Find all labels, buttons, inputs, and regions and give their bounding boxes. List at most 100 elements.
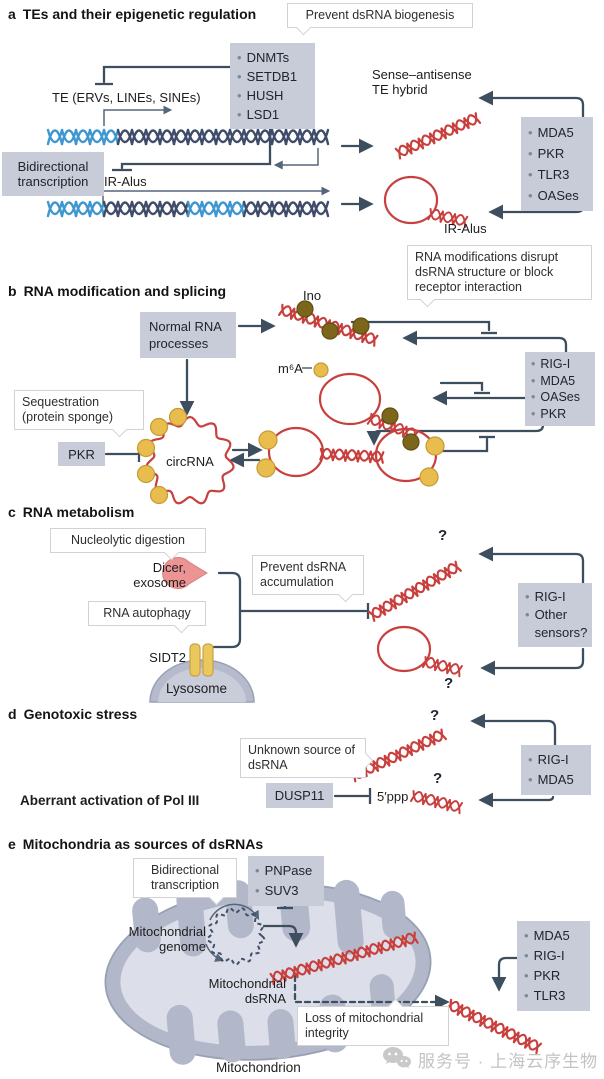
bullet-icon: • [528, 167, 533, 182]
mito-dsrna-label: Mitochondrial dsRNA [208, 976, 286, 1006]
callout-sequestration: Sequestration (protein sponge) [14, 390, 144, 438]
dna-helix [46, 128, 330, 146]
pkr-box: PKR [58, 442, 105, 466]
metabolism-rna-loop [376, 625, 432, 673]
rna-helix [409, 789, 464, 815]
rna-helix [394, 112, 482, 160]
bullet-icon: • [528, 772, 533, 787]
bullet-icon: • [237, 107, 242, 122]
bullet-icon: • [528, 146, 533, 161]
bullet-icon: • [531, 390, 536, 404]
bullet-icon: • [524, 928, 529, 943]
normal-processes-box: Normal RNA processes [140, 312, 236, 358]
bullet-icon: • [255, 883, 260, 898]
bullet-icon: • [524, 988, 529, 1003]
callout-nucleolytic: Nucleolytic digestion [50, 528, 206, 561]
sidt2-label: SIDT2 [149, 650, 186, 665]
protein-dot [402, 433, 420, 451]
enzyme-box-e: •PNPase •SUV3 [248, 856, 324, 906]
protein-dot [168, 407, 188, 427]
callout-rna-modifications: RNA modifications disrupt dsRNA structur… [407, 245, 592, 308]
rna-helix [421, 655, 463, 678]
ir-alus-gene-label: IR-Alus [104, 174, 147, 189]
bullet-icon: • [528, 125, 533, 140]
ir-alus-rna-label: IR-Alus [444, 221, 487, 236]
bullet-icon: • [528, 752, 533, 767]
inosine-label: Ino [303, 288, 322, 303]
sensor-box-b: •RIG-I •MDA5 •OASes •PKR [525, 352, 595, 426]
m6a-rna-loop [318, 372, 382, 426]
bullet-icon: • [255, 863, 260, 878]
lysosome-illustration [149, 659, 255, 703]
enzyme-box-a: •DNMTs •SETDB1 •HUSH •LSD1 [230, 43, 315, 129]
m6a-label: m⁶A [278, 361, 303, 376]
bullet-icon: • [525, 607, 530, 622]
bullet-icon: • [237, 88, 242, 103]
wavy-circle [206, 907, 266, 966]
callout-rna-autophagy: RNA autophagy [88, 601, 206, 634]
bullet-icon: • [531, 357, 536, 371]
protein-dot [352, 317, 370, 335]
te-label: TE (ERVs, LINEs, SINEs) [52, 90, 201, 105]
question-mark: ? [444, 675, 454, 692]
protein-dot [296, 300, 314, 318]
question-mark: ? [430, 707, 440, 724]
rna-helix [319, 447, 385, 464]
protein-dot [256, 458, 276, 478]
rna-helix [445, 998, 543, 1055]
sensor-box-d: •RIG-I •MDA5 [521, 745, 591, 795]
callout-prevent-accumulation: Prevent dsRNA accumulation [252, 555, 364, 603]
rna-helix [366, 412, 420, 442]
sensor-box-e: •MDA5 •RIG-I •PKR •TLR3 [517, 921, 590, 1011]
protein-dot [321, 322, 339, 340]
lysosome-label: Lysosome [166, 681, 228, 696]
hybrid-label: Sense–antisense TE hybrid [372, 67, 472, 97]
protein-dot [425, 436, 445, 456]
generated-rna-dna-art [46, 112, 543, 1055]
bullet-icon: • [531, 406, 536, 421]
protein-dot [381, 407, 399, 425]
protein-dot [258, 430, 278, 450]
bullet-icon: • [531, 373, 536, 388]
bullet-icon: • [525, 589, 530, 604]
bullet-icon: • [237, 50, 242, 65]
bidirectional-box-a: Bidirectional transcription [2, 152, 104, 196]
bullet-icon: • [524, 968, 529, 983]
dicer-label: Dicer, exosome [133, 560, 186, 590]
protein-dot [313, 362, 329, 378]
callout-prevent-biogenesis: Prevent dsRNA biogenesis [287, 3, 473, 36]
protein-dot [149, 417, 169, 437]
five-ppp-label: 5′ppp [377, 789, 409, 804]
callout-unknown-source: Unknown source of dsRNA [240, 738, 374, 778]
dicer-exosome-icon [162, 557, 208, 589]
sidt2-channel-icon [189, 643, 214, 677]
bullet-icon: • [237, 69, 242, 84]
rna-helix [367, 560, 462, 622]
mito-genome-label: Mitochondrial genome [128, 924, 206, 954]
spliced-rna-loop-left [267, 426, 325, 478]
sensor-box-a: •MDA5 •PKR •TLR3 •OASes [521, 117, 593, 211]
dusp11-box: DUSP11 [266, 783, 333, 808]
protein-dot [149, 485, 169, 505]
callout-loss-integrity: Loss of mitochondrial integrity [297, 998, 449, 1046]
pol3-label: Aberrant activation of Pol III [20, 793, 200, 808]
callout-bidirectional-e: Bidirectional transcription [133, 858, 237, 906]
bullet-icon: • [528, 188, 533, 203]
bullet-icon: • [524, 948, 529, 963]
circrna-label: circRNA [166, 454, 214, 469]
watermark: 服务号 · 上海云序生物 [382, 1046, 598, 1072]
rna-helix [427, 207, 469, 229]
protein-dot [136, 464, 156, 484]
protein-dot [136, 438, 156, 458]
wavy-circle [145, 415, 235, 505]
sensor-box-c: •RIG-I •Other sensors? [518, 583, 592, 647]
question-mark: ? [438, 527, 448, 544]
question-mark: ? [433, 770, 443, 787]
mitochondrion-label: Mitochondrion [216, 1060, 301, 1075]
